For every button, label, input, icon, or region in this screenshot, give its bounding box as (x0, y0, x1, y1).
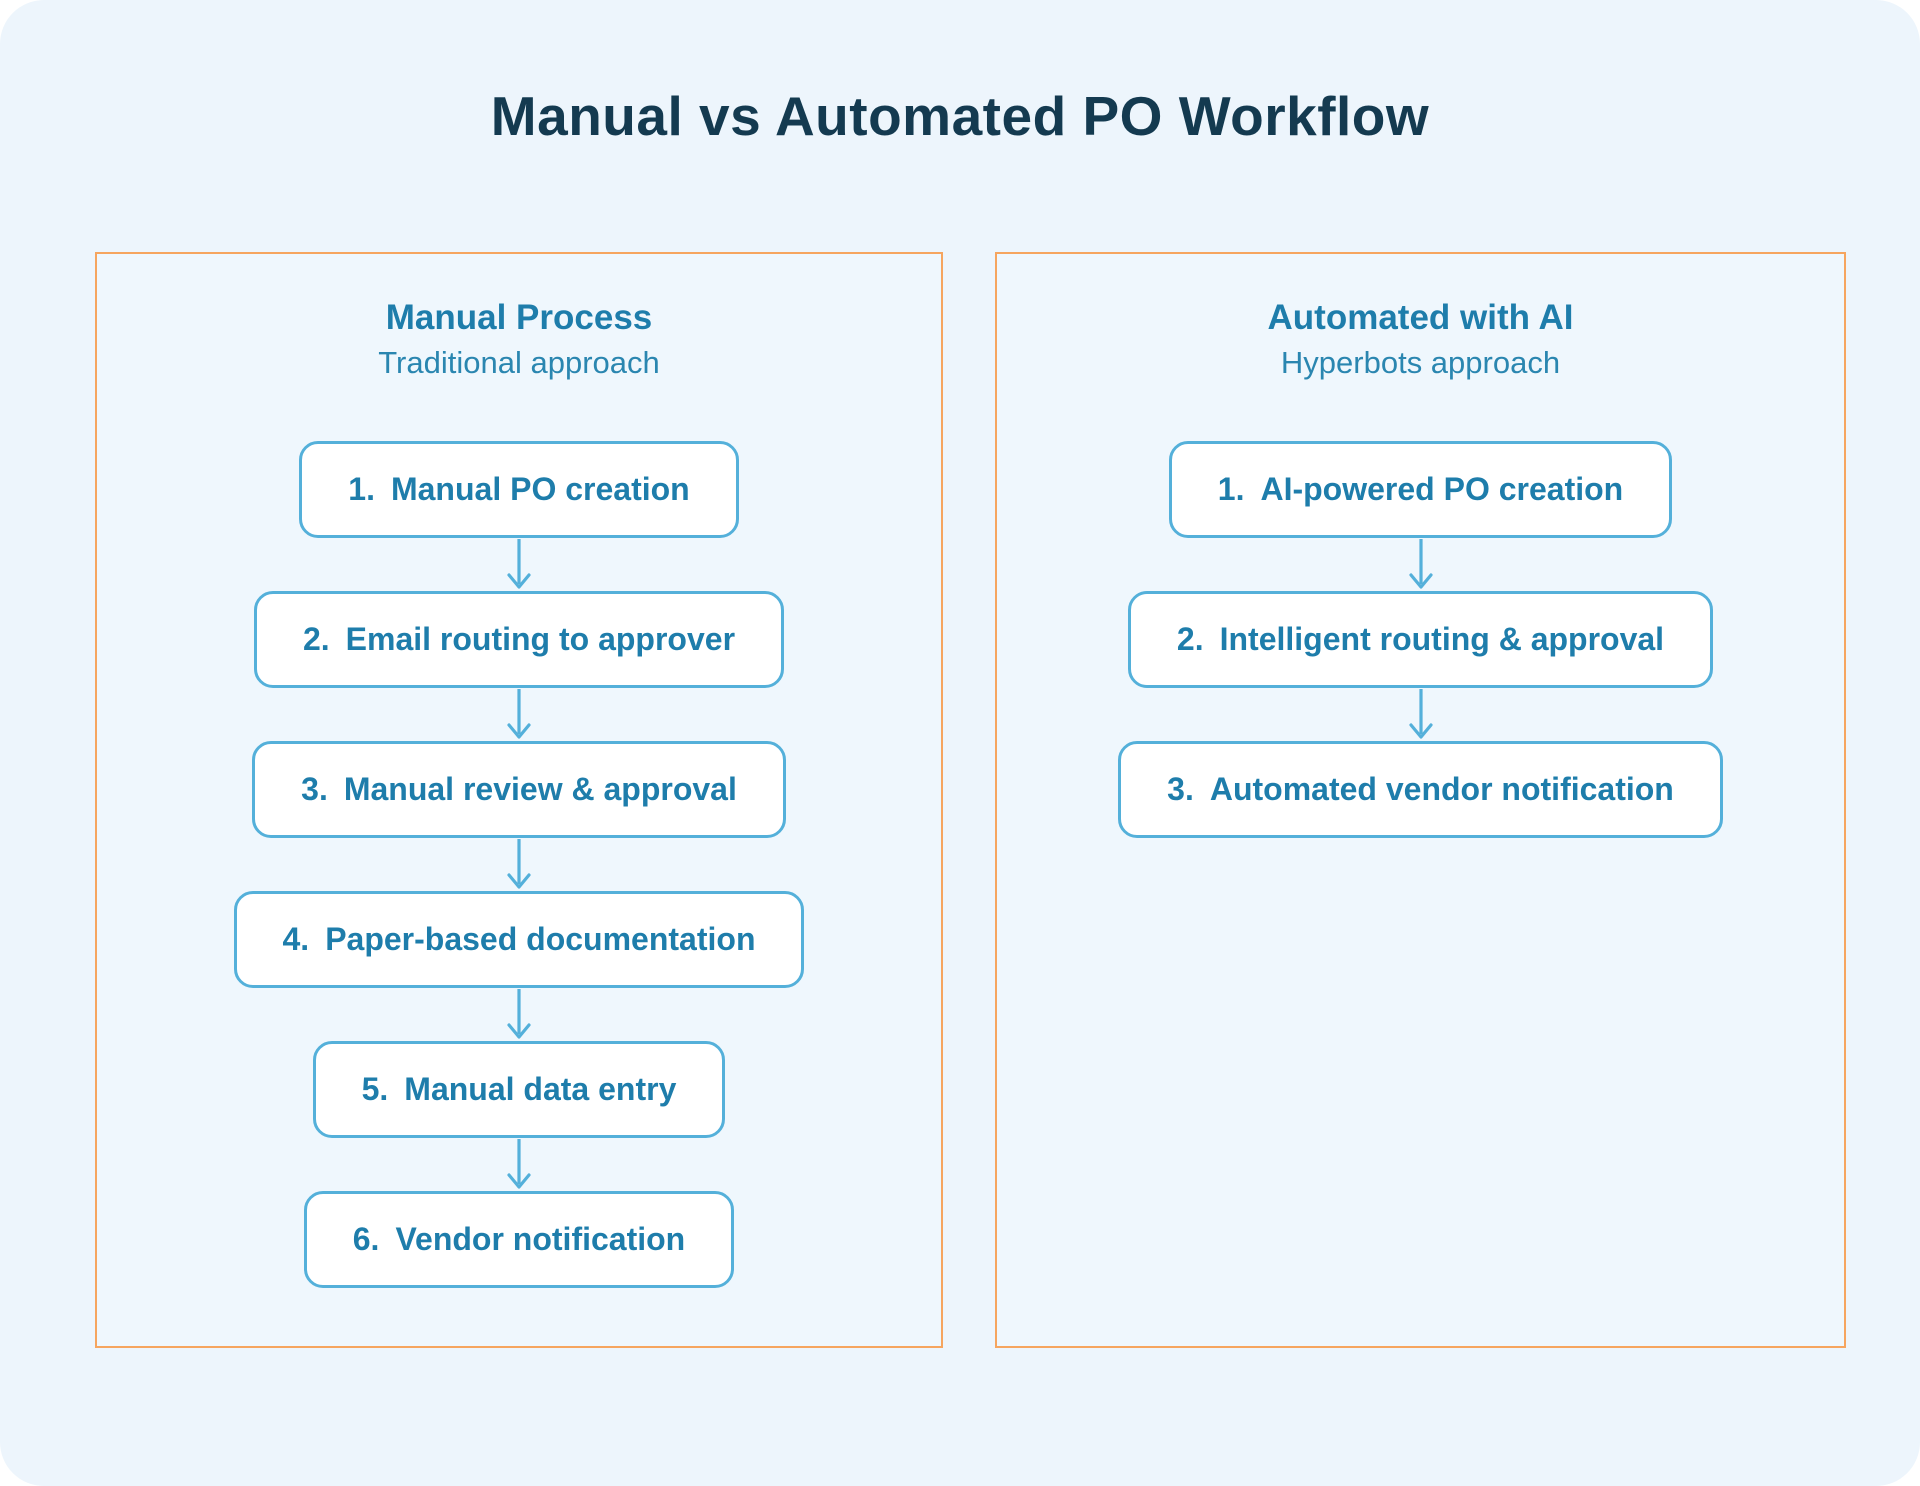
arrow-down-icon (506, 688, 532, 741)
panel-heading: Manual Process (385, 298, 653, 337)
step-label: Paper-based documentation (325, 920, 756, 957)
step-number: 4. (282, 920, 310, 957)
arrow-down-icon (506, 538, 532, 591)
page-title: Manual vs Automated PO Workflow (490, 85, 1430, 147)
manual-steps: 1. Manual PO creation 2. Email routing t… (233, 440, 805, 1288)
step-number: 3. (1167, 770, 1194, 807)
step-number: 2. (1176, 620, 1204, 657)
step-number: 3. (301, 770, 328, 807)
automated-steps: 1. AI-powered PO creation 2. Intelligent… (1118, 440, 1723, 838)
step-number: 1. (348, 470, 375, 507)
step-box-manual-4: 4. Paper-based documentation (233, 890, 805, 988)
panel-automated-ai: Automated with AI Hyperbots approach 1. … (995, 252, 1846, 1348)
step-label: Manual data entry (404, 1070, 677, 1107)
arrow-down-icon (1408, 688, 1434, 741)
step-label: Automated vendor notification (1209, 770, 1674, 807)
arrow-down-icon (1408, 538, 1434, 591)
arrow-down-icon (506, 838, 532, 891)
step-box-manual-3: 3. Manual review & approval (252, 740, 786, 838)
arrow-down-icon (506, 988, 532, 1041)
step-box-manual-6: 6. Vendor notification (303, 1190, 735, 1288)
step-label: Vendor notification (395, 1220, 686, 1257)
arrow-down-icon (506, 1138, 532, 1191)
step-number: 1. (1217, 470, 1245, 507)
step-label: Email routing to approver (345, 620, 736, 657)
step-box-automated-2: 2. Intelligent routing & approval (1127, 590, 1714, 688)
step-box-automated-3: 3. Automated vendor notification (1118, 740, 1723, 838)
step-label: Manual review & approval (343, 770, 737, 807)
step-number: 6. (352, 1220, 380, 1257)
panel-subheading: Hyperbots approach (1280, 345, 1561, 381)
step-box-automated-1: 1. AI-powered PO creation (1168, 440, 1673, 538)
panel-heading: Automated with AI (1267, 298, 1574, 337)
step-label: Intelligent routing & approval (1219, 620, 1665, 657)
step-box-manual-5: 5. Manual data entry (312, 1040, 726, 1138)
step-box-manual-2: 2. Email routing to approver (253, 590, 785, 688)
step-number: 2. (302, 620, 330, 657)
panel-subheading: Traditional approach (378, 345, 660, 381)
step-box-manual-1: 1. Manual PO creation (299, 440, 739, 538)
step-label: AI-powered PO creation (1260, 470, 1624, 507)
step-label: Manual PO creation (390, 470, 690, 507)
panel-manual-process: Manual Process Traditional approach 1. M… (95, 252, 943, 1348)
step-number: 5. (361, 1070, 389, 1107)
